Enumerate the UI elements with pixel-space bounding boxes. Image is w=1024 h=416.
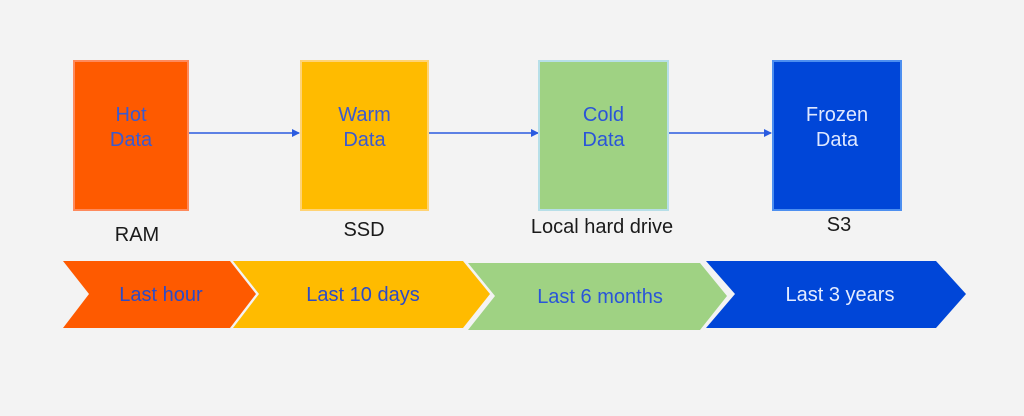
storage-label-ram: RAM <box>114 224 160 246</box>
timeline-label-last-10-days: Last 10 days <box>306 284 419 306</box>
hot-data-label: Hot Data <box>109 103 153 151</box>
cold-data-label: Cold Data <box>582 103 625 151</box>
frozen-data-label: Frozen Data <box>805 103 869 151</box>
frozen-data-box: Frozen Data <box>772 60 902 211</box>
chevron-last-6-months <box>468 263 727 330</box>
hot-data-box: Hot Data <box>73 60 189 211</box>
warm-data-label: Warm Data <box>338 103 391 151</box>
timeline-segment-last-3-years: Last 3 years <box>706 261 966 328</box>
timeline-segment-last-10-days: Last 10 days <box>233 261 490 328</box>
storage-label-s3: S3 <box>826 214 852 236</box>
cold-data-box: Cold Data <box>538 60 669 211</box>
storage-label-local-hard-drive: Local hard drive <box>530 216 674 238</box>
chevron-last-10-days <box>233 261 490 328</box>
warm-data-box: Warm Data <box>300 60 429 211</box>
storage-label-ssd: SSD <box>343 219 385 241</box>
timeline-label-last-3-years: Last 3 years <box>786 284 895 306</box>
timeline-segment-last-hour: Last hour <box>63 261 256 328</box>
timeline-segment-last-6-months: Last 6 months <box>468 263 727 330</box>
chevron-last-3-years <box>706 261 966 328</box>
timeline-label-last-hour: Last hour <box>119 284 203 306</box>
timeline-label-last-6-months: Last 6 months <box>537 286 663 308</box>
chevron-last-hour <box>63 261 256 328</box>
